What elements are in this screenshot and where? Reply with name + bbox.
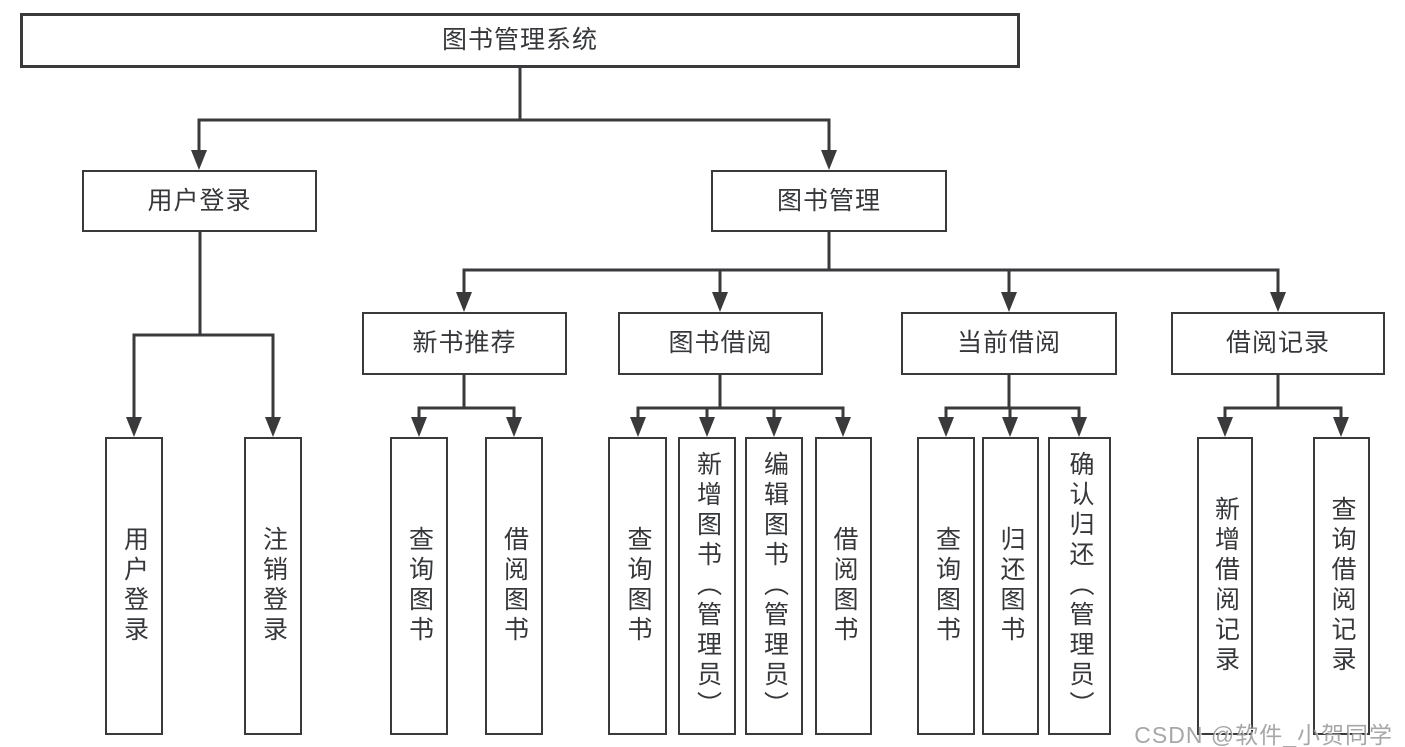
node-new-book-recommend: 新书推荐 <box>362 312 567 375</box>
node-leaf-query-books-current-label: 查询图书 <box>932 526 961 646</box>
node-leaf-return-book-label: 归还图书 <box>997 526 1025 646</box>
node-book-management-label: 图书管理 <box>776 186 881 215</box>
node-borrow-records: 借阅记录 <box>1171 312 1385 375</box>
node-leaf-edit-book-admin: 编辑图书（管理员） <box>745 437 803 735</box>
edge-borrow-records-to-leaves <box>1217 375 1349 437</box>
node-leaf-confirm-return-admin: 确认归还（管理员） <box>1048 437 1111 735</box>
node-leaf-query-borrow-record-label: 查询借阅记录 <box>1328 496 1356 676</box>
node-current-borrow: 当前借阅 <box>901 312 1117 375</box>
edge-root-to-level2 <box>191 68 837 170</box>
node-leaf-query-borrow-record: 查询借阅记录 <box>1313 437 1370 735</box>
node-book-management: 图书管理 <box>711 170 947 232</box>
node-leaf-edit-book-admin-label: 编辑图书（管理员） <box>760 451 789 721</box>
watermark: CSDN @软件_小贺同学 <box>1134 722 1393 747</box>
node-book-borrow-label: 图书借阅 <box>668 329 773 357</box>
node-new-book-recommend-label: 新书推荐 <box>412 329 517 357</box>
node-leaf-user-login-label: 用户登录 <box>120 526 149 646</box>
edge-user-login-to-leaves <box>126 232 281 437</box>
node-leaf-user-login: 用户登录 <box>105 437 163 735</box>
edge-new-book-recommend-to-leaves <box>411 375 522 437</box>
node-leaf-add-borrow-record: 新增借阅记录 <box>1197 437 1253 735</box>
node-leaf-borrow-books-recommend: 借阅图书 <box>485 437 543 735</box>
edge-book-management-to-level3 <box>456 232 1286 312</box>
node-leaf-return-book: 归还图书 <box>982 437 1039 735</box>
node-leaf-add-borrow-record-label: 新增借阅记录 <box>1211 496 1240 676</box>
node-leaf-add-book-admin-label: 新增图书（管理员） <box>693 451 722 721</box>
edge-current-borrow-to-leaves <box>938 375 1087 437</box>
node-leaf-add-book-admin: 新增图书（管理员） <box>678 437 736 735</box>
node-book-borrow: 图书借阅 <box>618 312 823 375</box>
node-user-login-label: 用户登录 <box>147 186 252 215</box>
node-leaf-query-books-current: 查询图书 <box>917 437 975 735</box>
edge-book-borrow-to-leaves <box>630 375 851 437</box>
node-leaf-query-books-borrow: 查询图书 <box>608 437 667 735</box>
node-leaf-query-books-recommend-label: 查询图书 <box>405 526 434 646</box>
node-leaf-query-books-borrow-label: 查询图书 <box>624 526 652 646</box>
node-leaf-logout: 注销登录 <box>244 437 302 735</box>
node-leaf-borrow-books-label: 借阅图书 <box>830 526 858 646</box>
node-user-login: 用户登录 <box>82 170 317 232</box>
node-borrow-records-label: 借阅记录 <box>1225 329 1330 357</box>
node-leaf-borrow-books: 借阅图书 <box>815 437 872 735</box>
node-root: 图书管理系统 <box>20 13 1020 68</box>
node-leaf-confirm-return-admin-label: 确认归还（管理员） <box>1066 451 1094 721</box>
node-leaf-query-books-recommend: 查询图书 <box>390 437 448 735</box>
node-root-label: 图书管理系统 <box>441 26 598 54</box>
node-leaf-borrow-books-recommend-label: 借阅图书 <box>500 526 529 646</box>
node-leaf-logout-label: 注销登录 <box>259 526 288 646</box>
node-current-borrow-label: 当前借阅 <box>956 329 1061 357</box>
